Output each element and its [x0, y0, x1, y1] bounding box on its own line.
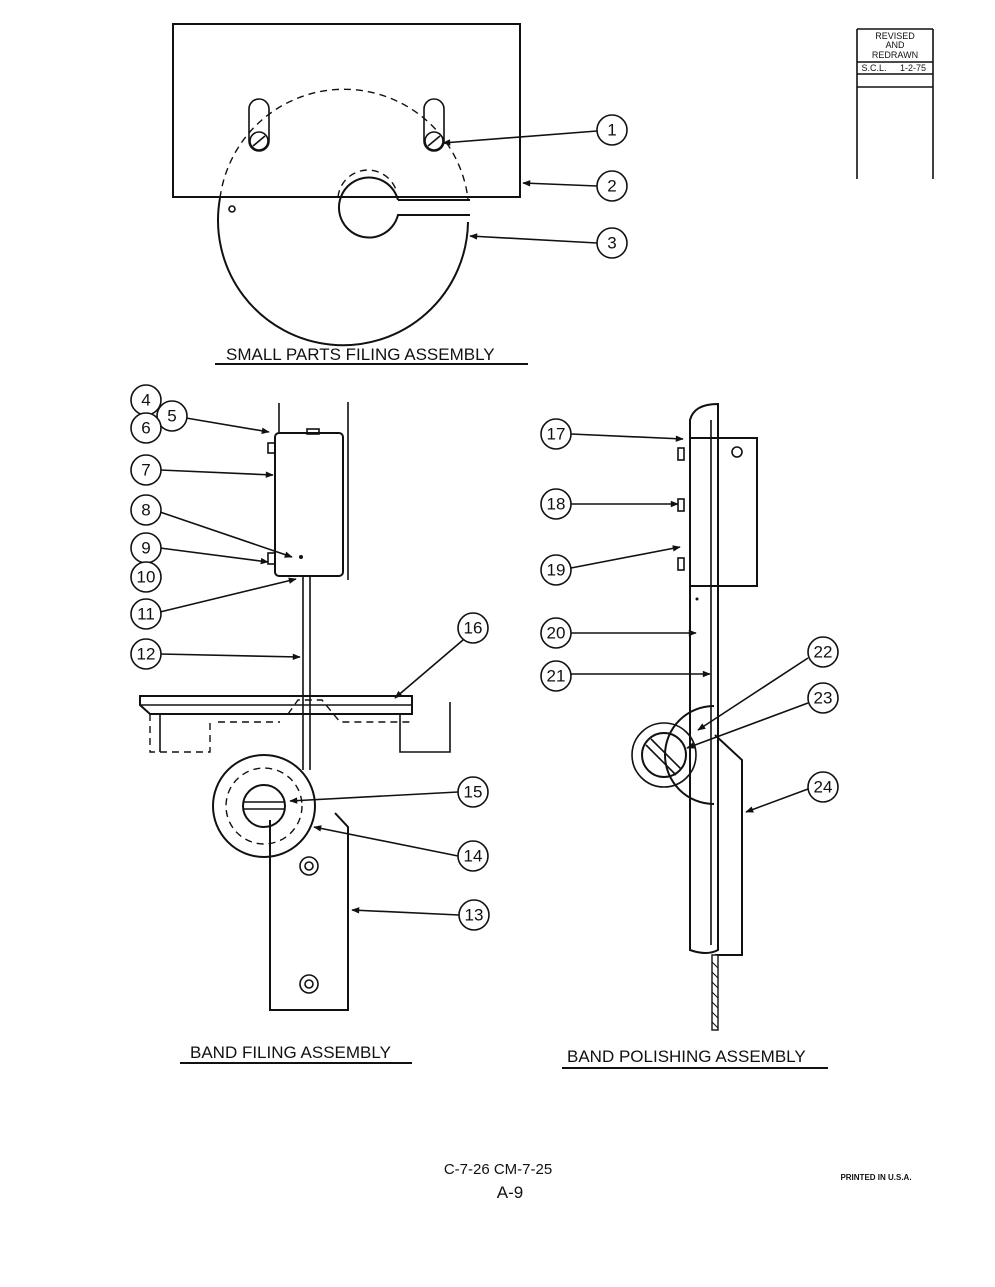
- callout-20: 20: [540, 617, 572, 649]
- callout-10: 10: [130, 561, 162, 593]
- svg-text:13: 13: [465, 906, 484, 925]
- filing-disc-hidden-edge: [219, 88, 469, 200]
- callout-15: 15: [457, 776, 489, 808]
- callout-12: 12: [130, 638, 162, 670]
- footer-model-numbers: C-7-26 CM-7-25: [444, 1161, 552, 1178]
- callout-2: 2: [596, 170, 628, 202]
- svg-text:3: 3: [607, 234, 616, 253]
- svg-text:9: 9: [141, 539, 150, 558]
- footer-printed-in-usa: PRINTED IN U.S.A.: [840, 1173, 911, 1182]
- svg-text:10: 10: [137, 568, 156, 587]
- title-band-filing: BAND FILING ASSEMBLY: [190, 1043, 391, 1062]
- svg-text:15: 15: [464, 783, 483, 802]
- svg-text:8: 8: [141, 501, 150, 520]
- callout-6: 6: [130, 412, 162, 444]
- stamp-line-redrawn: REDRAWN: [872, 50, 918, 60]
- callout-9: 9: [130, 532, 162, 564]
- filing-disc: [217, 197, 469, 347]
- support-arm: [269, 812, 349, 1011]
- revision-stamp: REVISED AND REDRAWN S.C.L. 1-2-75: [856, 28, 934, 179]
- svg-text:22: 22: [814, 643, 833, 662]
- svg-text:6: 6: [141, 419, 150, 438]
- callout-14: 14: [457, 840, 489, 872]
- callout-18: 18: [540, 488, 572, 520]
- callout-13: 13: [458, 899, 490, 931]
- svg-text:18: 18: [547, 495, 566, 514]
- svg-text:2: 2: [607, 177, 616, 196]
- callout-19: 19: [540, 554, 572, 586]
- title-band-polishing: BAND POLISHING ASSEMBLY: [567, 1047, 806, 1066]
- svg-text:17: 17: [547, 425, 566, 444]
- svg-text:21: 21: [547, 667, 566, 686]
- filing-plate: [172, 23, 521, 198]
- svg-text:4: 4: [141, 391, 150, 410]
- callout-4: 4: [130, 384, 162, 416]
- title-small-parts-filing: SMALL PARTS FILING ASSEMBLY: [226, 345, 495, 364]
- svg-text:19: 19: [547, 561, 566, 580]
- callout-21: 21: [540, 660, 572, 692]
- disc-center-hole: [337, 176, 470, 239]
- svg-text:16: 16: [464, 619, 483, 638]
- svg-text:5: 5: [167, 407, 176, 426]
- callout-23: 23: [807, 682, 839, 714]
- stamp-initials: S.C.L.: [861, 63, 886, 73]
- callout-7: 7: [130, 454, 162, 486]
- polishing-board: [689, 402, 719, 954]
- svg-text:12: 12: [137, 645, 156, 664]
- roller: [212, 754, 316, 858]
- band-polishing-assembly: BAND POLISHING ASSEMBLY: [562, 402, 828, 1069]
- callout-11: 11: [130, 598, 162, 630]
- stamp-date: 1-2-75: [900, 63, 926, 73]
- svg-text:23: 23: [814, 689, 833, 708]
- callout-17: 17: [540, 418, 572, 450]
- stamp-line-revised: REVISED: [875, 31, 915, 41]
- stamp-line-and: AND: [885, 40, 905, 50]
- svg-text:1: 1: [607, 121, 616, 140]
- polishing-block: [689, 437, 758, 587]
- svg-text:14: 14: [464, 847, 483, 866]
- svg-text:24: 24: [814, 778, 833, 797]
- guide-block: [274, 432, 344, 577]
- callout-3: 3: [596, 227, 628, 259]
- slotted-screw-left: [248, 98, 270, 152]
- callout-leaders: [159, 130, 809, 916]
- band-filing-assembly: BAND FILING ASSEMBLY: [139, 402, 451, 1064]
- callout-8: 8: [130, 494, 162, 526]
- filing-table: [139, 695, 413, 715]
- svg-text:7: 7: [141, 461, 150, 480]
- slotted-screw-right: [423, 98, 445, 152]
- svg-text:11: 11: [137, 605, 155, 624]
- callout-1: 1: [596, 114, 628, 146]
- callout-16: 16: [457, 612, 489, 644]
- svg-text:20: 20: [547, 624, 566, 643]
- callout-5: 5: [156, 400, 188, 432]
- polishing-arm: [714, 734, 743, 956]
- callout-22: 22: [807, 636, 839, 668]
- callout-24: 24: [807, 771, 839, 803]
- small-parts-filing-assembly: SMALL PARTS FILING ASSEMBLY: [172, 23, 528, 365]
- footer-page-number: A-9: [497, 1183, 523, 1202]
